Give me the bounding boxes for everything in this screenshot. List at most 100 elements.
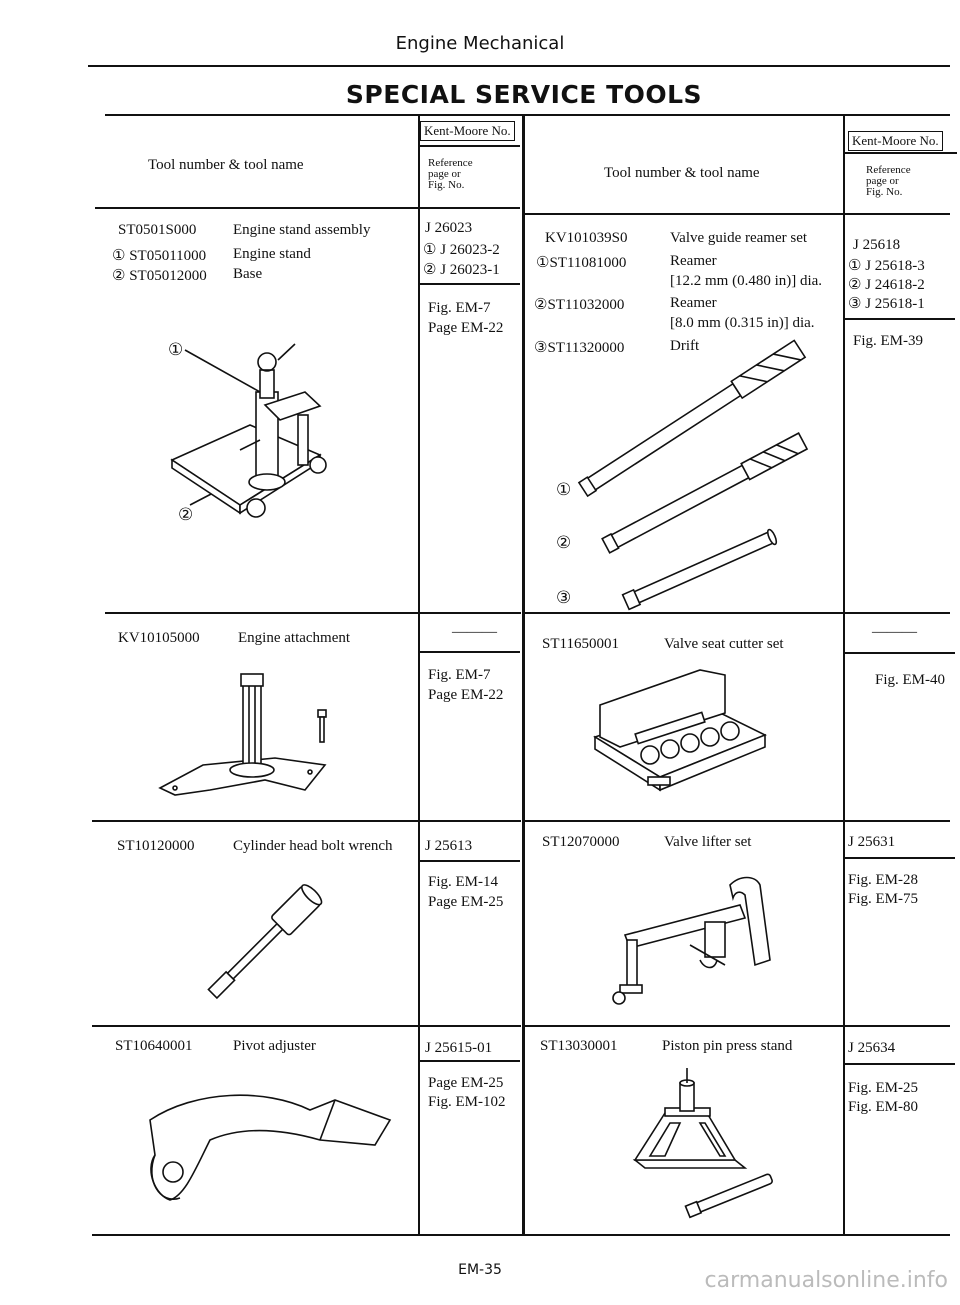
left-km-header-rule [420,145,520,147]
page-number: EM-35 [458,1262,502,1278]
reference: Fig. EM-25 [848,1080,919,1096]
tool-number: KV10105000 [118,630,200,646]
callout-1: ① [556,480,572,499]
row-divider [525,820,950,822]
tool-name: Piston pin press stand [662,1038,793,1054]
row-divider [92,820,521,822]
tool-number: KV101039S0 [545,230,628,246]
reference: Fig. EM-80 [848,1099,919,1115]
km-ref-divider [420,1060,520,1062]
reference: Fig. EM-28 [848,872,919,888]
tool-name: Pivot adjuster [233,1038,316,1054]
reference: Fig. EM-39 [853,333,924,349]
tool-name: Cylinder head bolt wrench [233,838,393,854]
tool-number: ST0501S000 [118,222,197,238]
tool-name: Engine attachment [238,630,351,646]
reference: Fig. EM-102 [428,1094,506,1110]
engine-attachment-illustration [158,673,327,796]
reamer-set-illustration [577,339,809,611]
kentmoore-number: J 25634 [848,1040,896,1056]
tool-number: ST12070000 [542,834,620,850]
km-ref-divider [420,651,520,653]
kentmoore-number: ① J 26023-2 [423,242,500,258]
kentmoore-number: J 26023 [425,220,473,236]
reference: Fig. EM-7 [428,300,491,316]
kentmoore-number: J 25618 [853,237,901,253]
km-ref-divider [420,283,520,285]
ref-head-line: Fig. No. [866,186,903,198]
right-tool-header: Tool number & tool name [604,165,760,181]
ref-head-line: Fig. No. [428,179,465,191]
kentmoore-number: J 25615-01 [425,1040,493,1056]
kentmoore-number: ① J 25618-3 [848,258,925,274]
tool-number: ①ST11081000 [536,255,627,271]
right-km-divider [843,116,845,1236]
kentmoore-number: ——— [872,624,917,640]
callout-2: ② [556,533,572,552]
reference: Fig. EM-14 [428,874,499,890]
table-top-rule [105,114,950,116]
ref-head-line: Reference [428,157,473,169]
reference: Fig. EM-7 [428,667,491,683]
right-kentmoore-header: Kent-Moore No. [848,131,943,151]
kentmoore-number: ② J 24618-2 [848,277,925,293]
bolt-wrench-illustration [207,884,323,1000]
kentmoore-number: ——— [452,624,497,640]
header-rule [88,65,950,67]
km-ref-divider [420,860,520,862]
tool-number: ST13030001 [540,1038,618,1054]
section-header: Engine Mechanical [395,33,565,54]
km-ref-divider [845,318,955,320]
center-divider [522,116,525,1236]
right-header-rule [525,213,950,215]
tool-number: ST10640001 [115,1038,193,1054]
kentmoore-number: J 25631 [848,834,896,850]
km-ref-divider [845,652,955,654]
tool-number: ST11650001 [542,636,619,652]
engine-stand-illustration [170,343,327,518]
tool-number: ②ST11032000 [534,297,625,313]
kentmoore-number: ② J 26023-1 [423,262,500,278]
left-header-rule [95,207,520,209]
kentmoore-number: ③ J 25618-1 [848,296,925,312]
tool-name: Valve seat cutter set [664,636,784,652]
right-km-header-rule [845,152,957,154]
tool-number: ① ST05011000 [112,248,207,264]
reference: Page EM-25 [428,1075,504,1091]
tool-number: ③ST11320000 [534,340,625,356]
tool-name: Base [233,266,263,282]
reference: Page EM-22 [428,320,504,336]
left-reference-header: Reference page or Fig. No. [428,158,473,191]
ref-head-line: page or [428,168,461,180]
km-ref-divider [845,1063,955,1065]
reference: Fig. EM-75 [848,891,919,907]
ref-head-line: page or [866,175,899,187]
pivot-adjuster-illustration [149,1094,392,1201]
tool-name: Reamer [670,295,717,311]
left-tool-header: Tool number & tool name [148,157,304,173]
tool-name: Valve guide reamer set [670,230,808,246]
tool-name: Engine stand [233,246,311,262]
tool-name: Valve lifter set [664,834,752,850]
tool-name: [8.0 mm (0.315 in)] dia. [670,315,815,331]
tool-number: ST10120000 [117,838,195,854]
tool-name: Drift [670,338,700,354]
tool-name: Engine stand assembly [233,222,371,238]
row-divider [92,1025,521,1027]
row-divider [105,612,521,614]
callout-2: ② [178,505,194,524]
valve-lifter-set-illustration [612,876,771,1005]
reference: Fig. EM-40 [875,672,946,688]
callout-1: ① [168,340,184,359]
right-reference-header: Reference page or Fig. No. [866,165,911,198]
km-ref-divider [845,857,955,859]
tool-number: ② ST05012000 [112,268,207,284]
reference: Page EM-22 [428,687,504,703]
page-title: SPECIAL SERVICE TOOLS [345,80,703,109]
tool-name: Reamer [670,253,717,269]
left-km-divider [418,116,420,1236]
reference: Page EM-25 [428,894,504,910]
left-kentmoore-header: Kent-Moore No. [420,121,515,141]
table-bottom-rule [92,1234,950,1236]
ref-head-line: Reference [866,164,911,176]
